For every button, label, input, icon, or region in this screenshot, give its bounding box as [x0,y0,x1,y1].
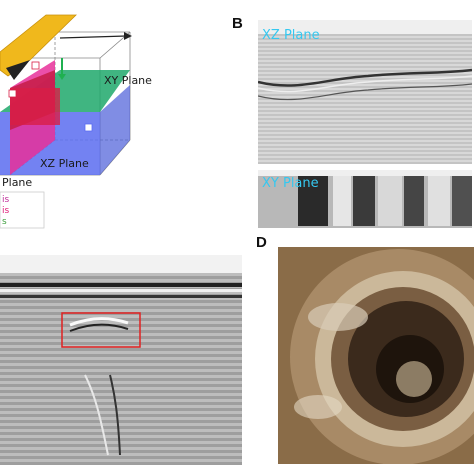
yz-plane-label: Plane [2,176,33,189]
panel-d-pipe-photo [278,247,474,464]
xy-light-band [333,176,351,226]
marker-icon [84,123,93,132]
xy-light-band [378,176,402,226]
anomaly-highlight-box [61,312,141,348]
xz-radargram-svg [258,20,472,164]
anomaly-hyperbola-echo [69,323,129,332]
anomaly-hyperbola [69,317,129,327]
xz-plane-label: XZ Plane [40,157,89,170]
deposit-flake [308,303,368,331]
axis-legend-box [0,191,45,229]
xz-plane-scan-label: XZ Plane [262,28,320,43]
axis-legend-item-2: is [2,206,10,216]
plane-intersection-front [10,88,60,125]
vertical-ringing-2 [109,374,121,456]
xz-plane-side [100,85,130,175]
x-axis-arrow-icon [59,35,127,39]
axis-legend: is is s [2,195,9,228]
green-arrow-head-icon [58,74,66,80]
axis-legend-item-3: s [2,217,7,227]
xy-dark-band [404,176,424,226]
panel-b-xy-scan: XY Plane [258,170,472,228]
pipe-photo-svg [278,247,474,464]
xy-dark-band [353,176,375,226]
deposit-flake [294,395,342,419]
radargram-c-header [0,255,242,273]
x-axis-arrowhead-icon [124,32,132,40]
vertical-ringing [84,374,109,456]
marker-icon [31,61,40,70]
xy-radargram-svg [258,170,472,228]
panel-c-radargram [0,255,242,465]
panel-b-letter: B [232,15,243,32]
xy-dark-band [298,176,328,226]
pipe-far-opening [396,361,432,397]
panel-a-diagram: XY Plane XZ Plane Plane is is s [0,0,240,235]
panel-b-xz-scan: XZ Plane [258,20,472,164]
xy-light-band [428,176,450,226]
xz-radargram-header [258,20,472,34]
panel-d-letter: D [256,234,267,251]
xy-dark-band [452,176,472,226]
surface-reflection-echo [0,289,242,292]
radargram-c-svg [0,255,242,465]
plane-diagram-svg [0,14,132,229]
xz-reflector-echo-2 [258,83,472,101]
marker-icon [8,89,17,98]
axis-legend-item-1: is [2,195,10,205]
xz-reflector-echo [258,75,472,93]
pipe-end-shape [6,60,30,80]
surface-reflection-echo-2 [0,295,242,298]
xy-radargram-header [258,170,472,176]
xy-plane-label: XY Plane [104,74,152,87]
xz-reflector-line [258,68,472,87]
surface-reflection [0,283,242,287]
xy-plane-scan-label: XY Plane [262,176,319,191]
